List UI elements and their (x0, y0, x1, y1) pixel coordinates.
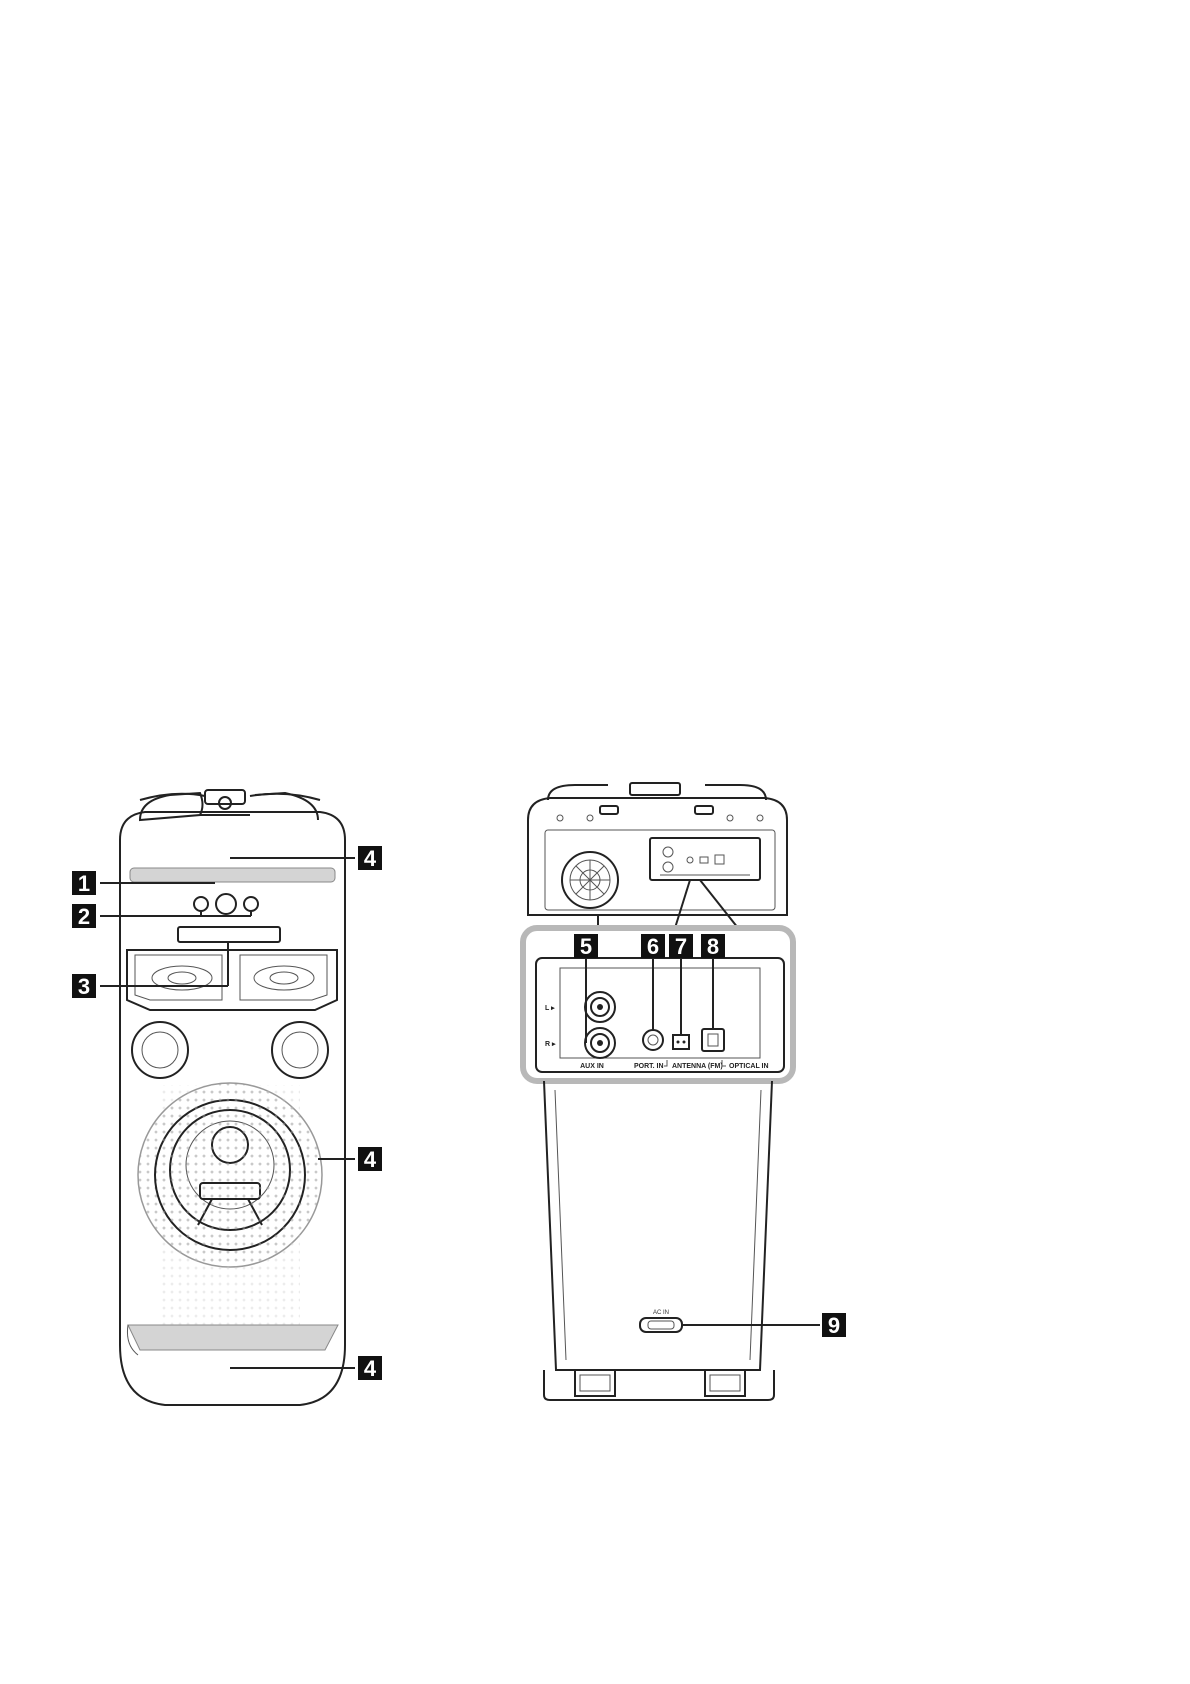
left-channel-label: L ▸ (545, 1005, 555, 1012)
port-in-label: PORT. IN (634, 1063, 664, 1070)
svg-text:3: 3 (78, 974, 90, 999)
svg-text:4: 4 (364, 1356, 377, 1381)
rear-upper-body (528, 820, 787, 915)
port-in-jack[interactable] (643, 1030, 663, 1050)
fm-antenna-connector[interactable] (673, 1035, 689, 1049)
front-left-tweeter (132, 1022, 188, 1078)
svg-text:4: 4 (364, 846, 377, 871)
antenna-label: ANTENNA (FM) (672, 1063, 723, 1070)
optical-in-label: OPTICAL IN (729, 1063, 769, 1070)
rear-mini-port-panel (650, 838, 760, 880)
front-mic-jack (216, 894, 236, 914)
callout-8: 8 (701, 934, 725, 959)
ac-in-label: AC IN (653, 1310, 669, 1316)
bottom-light-bar (128, 1325, 338, 1350)
optical-in-port[interactable] (702, 1029, 724, 1051)
callout-2: 2 (72, 904, 96, 929)
svg-text:6: 6 (647, 934, 659, 959)
front-jack-right (244, 897, 258, 911)
callout-4-middle: 4 (358, 1147, 382, 1172)
rear-foot-right (705, 1370, 745, 1396)
callout-5: 5 (574, 934, 598, 959)
svg-text:9: 9 (828, 1313, 840, 1338)
callout-3: 3 (72, 974, 96, 999)
svg-text:1: 1 (78, 871, 90, 896)
rear-view: L ▸ R ▸ AUX IN PORT. IN ANTENNA (FM) OPT… (523, 783, 793, 1400)
callout-1: 1 (72, 871, 96, 896)
svg-text:4: 4 (364, 1147, 377, 1172)
aux-in-label: AUX IN (580, 1063, 604, 1070)
callout-4-bottom: 4 (358, 1356, 382, 1381)
top-light-bar (130, 868, 335, 882)
display-window (178, 927, 280, 942)
ac-in-socket[interactable] (640, 1318, 682, 1332)
callout-6: 6 (641, 934, 665, 959)
svg-text:2: 2 (78, 904, 90, 929)
callout-4-top: 4 (358, 846, 382, 871)
top-controls (140, 790, 320, 820)
callout-7: 7 (669, 934, 693, 959)
svg-text:5: 5 (580, 934, 592, 959)
callout-9: 9 (822, 1313, 846, 1338)
svg-text:8: 8 (707, 934, 719, 959)
front-right-tweeter (272, 1022, 328, 1078)
front-jack-left (194, 897, 208, 911)
rear-foot-left (575, 1370, 615, 1396)
svg-text:7: 7 (675, 934, 687, 959)
right-channel-label: R ▸ (545, 1041, 556, 1048)
rear-lower-body (544, 1081, 772, 1370)
